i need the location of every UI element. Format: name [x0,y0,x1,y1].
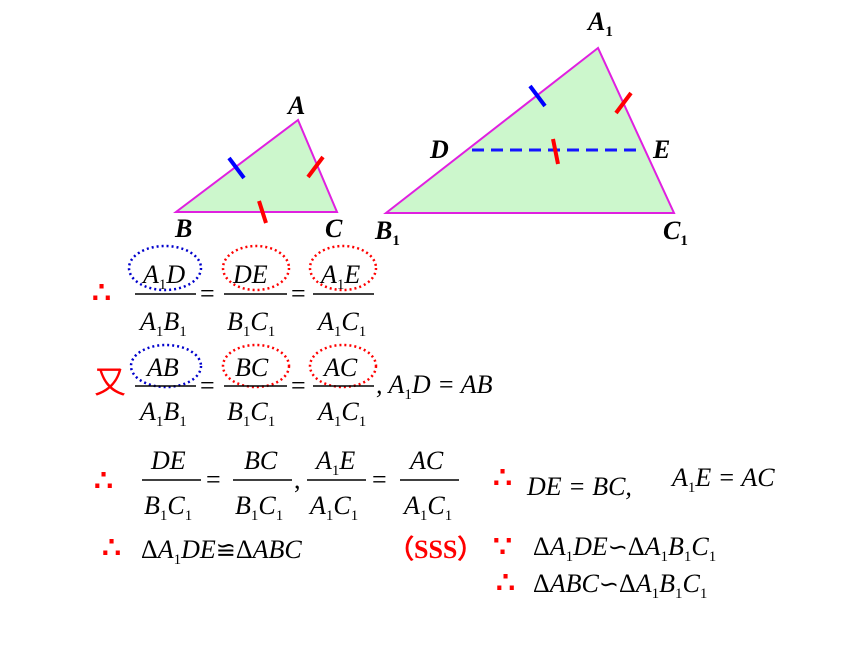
svg-text:=: = [291,279,306,308]
highlight-ac [308,343,378,389]
tick-ab [227,156,246,180]
svg-text:∴: ∴ [94,465,113,498]
svg-text:=: = [291,371,306,400]
frac3-num: A1E [319,260,360,293]
svg-text:=: = [200,279,215,308]
highlight-bc [221,343,291,389]
because-symbol: ∵ [493,531,512,564]
tick-ac [306,155,325,179]
tick-bc [257,200,268,224]
vertex-a1-label: A1 [586,7,613,40]
point-d-label: D [429,135,449,164]
triangle-a1b1c1: A1 B1 C1 D E [374,7,688,249]
frac1-num: A1D [141,260,185,293]
svg-text:∴: ∴ [496,567,515,600]
svg-text:A1E: A1E [314,446,355,479]
proof-line-3: ∴ DE B1C1 = BC B1C1 , A1E A1C1 = AC A1C1… [94,446,775,524]
frac1-den: A1B1 [138,307,187,340]
svg-text:A1C1: A1C1 [402,491,452,524]
svg-text:BC: BC [235,353,269,382]
point-e-label: E [652,135,670,164]
tick-a1d [528,84,547,108]
svg-text:A1C1: A1C1 [308,491,358,524]
svg-text:, A1D = AB: , A1D = AB [376,370,493,403]
therefore-symbol: ∴ [92,277,111,310]
svg-text:B1C1: B1C1 [144,491,192,524]
triangle-abc: A B C [173,91,343,243]
svg-text:A1C1: A1C1 [316,397,366,430]
tick-de [551,138,560,165]
svg-text:,: , [294,465,301,494]
svg-text:ΔA1DE≌ΔABC: ΔA1DE≌ΔABC [141,535,302,568]
tick-a1e [614,91,633,115]
svg-text:∴: ∴ [493,462,512,495]
svg-text:=: = [372,465,387,494]
frac2-num: DE [232,260,268,289]
svg-text:DE = BC,: DE = BC, [526,472,632,501]
frac3-den: A1C1 [316,307,366,340]
svg-text:ΔA1DE∽ΔA1B1C1: ΔA1DE∽ΔA1B1C1 [533,532,716,565]
triangle-a1b1c1-shape [383,46,676,214]
vertex-a-label: A [286,91,305,120]
svg-text:DE: DE [150,446,186,475]
sss-label: （SSS） [388,535,483,565]
proof-line-4: ∴ ΔA1DE≌ΔABC （SSS） ∵ ΔA1DE∽ΔA1B1C1 [102,531,716,568]
you-label: 又 [94,363,126,401]
svg-text:=: = [206,465,221,494]
highlight-ab [129,343,203,389]
svg-text:A1E = AC: A1E = AC [670,463,775,496]
svg-text:=: = [200,371,215,400]
svg-text:A1B1: A1B1 [138,397,187,430]
svg-text:B1C1: B1C1 [235,491,283,524]
vertex-c-label: C [325,214,343,243]
highlight-a1e [308,244,378,292]
svg-text:AC: AC [322,353,358,382]
proof-line-1: ∴ A1D A1B1 = DE B1C1 = A1E A1C1 [92,244,378,340]
triangle-abc-shape [173,118,339,213]
proof-line-2: 又 AB A1B1 = BC B1C1 = AC A1C1 , A1D = AB [94,343,493,430]
highlight-de [221,244,291,292]
proof-line-5: ∴ ΔABC∽ΔA1B1C1 [496,567,707,602]
vertex-b-label: B [174,214,192,243]
svg-text:AB: AB [145,353,179,382]
frac2-den: B1C1 [227,307,275,340]
svg-text:AC: AC [408,446,444,475]
svg-text:ΔABC∽ΔA1B1C1: ΔABC∽ΔA1B1C1 [533,569,707,602]
vertex-c1-label: C1 [663,216,688,249]
svg-text:∴: ∴ [102,532,121,565]
highlight-a1d [127,244,203,292]
svg-text:B1C1: B1C1 [227,397,275,430]
vertex-b1-label: B1 [374,216,400,249]
svg-text:BC: BC [244,446,278,475]
